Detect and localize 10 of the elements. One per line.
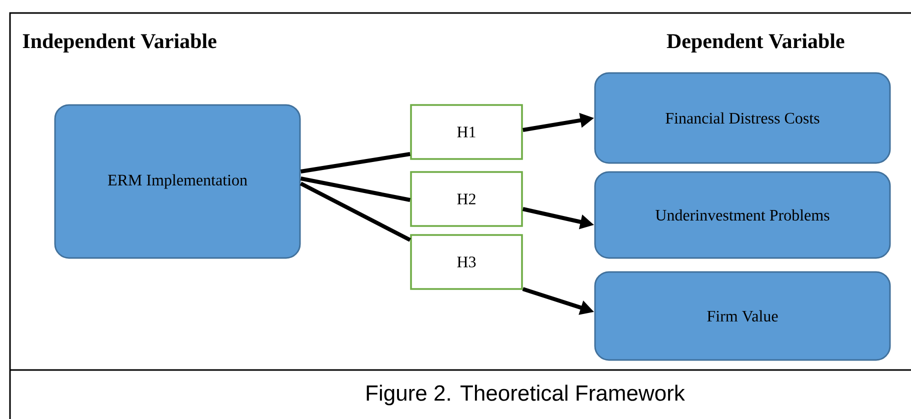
- heading: Dependent Variable: [666, 33, 844, 52]
- variable-box: Underinvestment Problems: [594, 171, 891, 259]
- variable-box: Firm Value: [594, 271, 891, 361]
- caption: Figure 2. Theoretical Framework: [366, 384, 685, 406]
- hypothesis-box: H2: [410, 171, 523, 227]
- hypothesis-box: H3: [410, 234, 523, 290]
- heading: Independent Variable: [22, 33, 216, 52]
- hypothesis-box: H1: [410, 104, 523, 160]
- variable-box: Financial Distress Costs: [594, 72, 891, 164]
- variable-box: ERM Implementation: [54, 104, 301, 259]
